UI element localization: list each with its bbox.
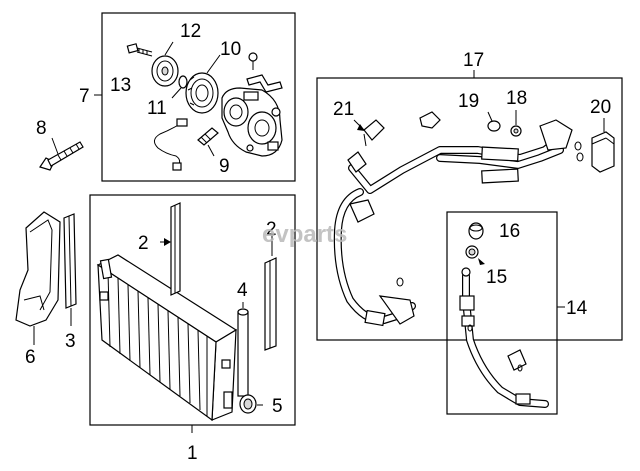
cap-part-16[interactable]	[468, 222, 484, 240]
compressor-group-box	[94, 12, 296, 182]
callout-15: 15	[486, 267, 507, 288]
screw-part[interactable]	[248, 52, 258, 70]
condenser-part[interactable]	[96, 254, 238, 422]
bolt-part-13[interactable]	[126, 43, 153, 57]
callout-18: 18	[506, 88, 527, 109]
air-guard-part-6[interactable]	[15, 211, 61, 345]
callout-8: 8	[36, 118, 47, 139]
valve-part-18[interactable]	[510, 110, 522, 137]
seal-strip-part-2a[interactable]	[160, 202, 181, 296]
expansion-valve-part-20[interactable]	[591, 118, 615, 173]
callout-21: 21	[333, 99, 354, 120]
callout-labels: 1 2 2 3 4 5 6 7 8 9 10 11 12 13 14 15 16…	[25, 21, 611, 464]
sensor-part-9[interactable]	[197, 127, 219, 157]
callout-12: 12	[180, 21, 201, 42]
long-bolt-part-8[interactable]	[39, 137, 84, 171]
callout-16: 16	[499, 221, 520, 242]
compressor-body[interactable]	[221, 87, 283, 157]
watermark-text: evparts	[262, 221, 347, 248]
callout-7: 7	[79, 86, 90, 107]
callout-6: 6	[25, 347, 36, 368]
hose-assembly-part[interactable]	[333, 119, 584, 327]
callout-4: 4	[237, 280, 248, 301]
callout-1: 1	[187, 443, 198, 464]
callout-2a: 2	[138, 233, 149, 254]
clutch-disc-part-12[interactable]	[151, 41, 179, 87]
wire-harness	[154, 118, 188, 171]
callout-3: 3	[65, 331, 76, 352]
callout-11: 11	[147, 98, 167, 119]
o-ring-part-19[interactable]	[487, 111, 501, 132]
seal-strip-part-2b[interactable]	[264, 234, 277, 351]
callout-19: 19	[458, 91, 479, 112]
liquid-line-pipe-part[interactable]	[459, 267, 549, 408]
callout-10: 10	[220, 39, 241, 60]
condenser-fins	[107, 271, 208, 416]
callout-9: 9	[219, 156, 230, 177]
desiccant-part-4[interactable]	[237, 302, 249, 397]
liquid-line-group-box	[446, 211, 565, 415]
callout-2b: 2	[266, 219, 277, 240]
callout-20: 20	[590, 97, 611, 118]
pulley-part-10[interactable]	[185, 54, 221, 114]
cap-part-5[interactable]	[239, 394, 263, 414]
callout-14: 14	[566, 298, 588, 319]
clip-part[interactable]	[419, 111, 441, 129]
valve-core-part-15[interactable]	[465, 245, 485, 265]
callout-5: 5	[272, 396, 283, 417]
bracket-part[interactable]	[246, 74, 283, 93]
connector-part-21[interactable]	[353, 119, 385, 147]
shim-part-11[interactable]	[171, 75, 188, 99]
callout-13: 13	[110, 75, 131, 96]
condenser-group-box	[89, 194, 296, 433]
seal-strip-part-3[interactable]	[63, 213, 77, 326]
callout-17: 17	[463, 50, 484, 71]
